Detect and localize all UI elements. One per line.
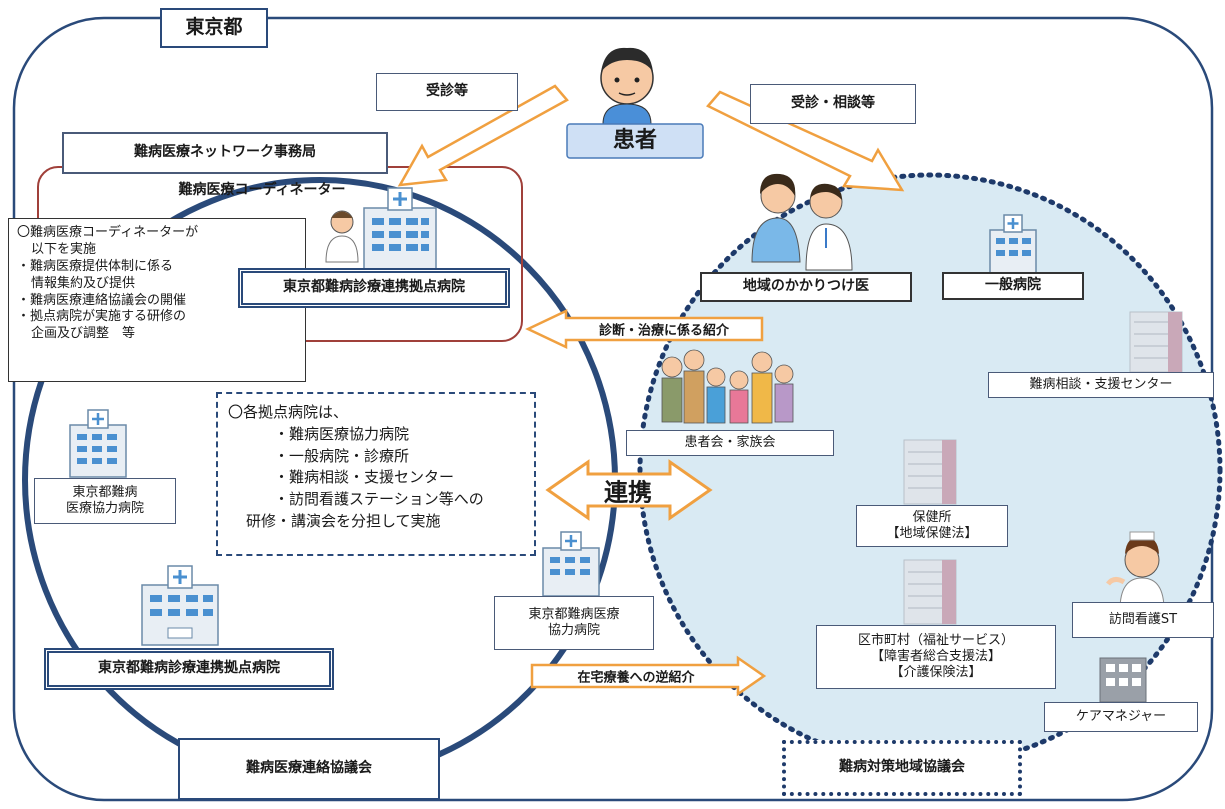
family-group-illustration bbox=[661, 349, 794, 424]
coop-hospital-center-label: 東京都難病医療 協力病院 bbox=[494, 596, 654, 650]
hospital-icon-general bbox=[989, 214, 1037, 275]
training-box: 〇各拠点病院は、 ・難病医療協力病院 ・一般病院・診療所 ・難病相談・支援センタ… bbox=[216, 392, 536, 556]
arrow-referral bbox=[525, 309, 764, 349]
patient-association-label: 患者会・家族会 bbox=[626, 430, 834, 456]
hospital-icon-left bbox=[69, 409, 127, 478]
council-left-label: 難病医療連絡協議会 bbox=[178, 738, 440, 800]
arrow-visit-left bbox=[397, 84, 569, 187]
care-manager-label: ケアマネジャー bbox=[1044, 702, 1198, 732]
council-right-label: 難病対策地域協議会 bbox=[782, 740, 1022, 796]
health-center-label: 保健所 【地域保健法】 bbox=[856, 505, 1008, 547]
task-item: ・難病医療連絡協議会の開催 bbox=[17, 292, 187, 308]
training-item: ・訪問看護ステーション等への bbox=[274, 490, 484, 508]
training-footer: 研修・講演会を分担して実施 bbox=[246, 511, 441, 530]
care-manager-building-icon bbox=[1099, 657, 1147, 703]
municipality-label: 区市町村（福祉サービス） 【障害者総合支援法】 【介護保険法】 bbox=[816, 625, 1056, 689]
task-item-cont: 情報集約及び提供 bbox=[31, 275, 136, 291]
building-icon-municipality bbox=[903, 559, 957, 625]
reverse-referral-label: 在宅療養への逆紹介 bbox=[577, 670, 695, 686]
visit-left-label: 受診等 bbox=[376, 73, 518, 111]
coordinator-task-list: 〇難病医療コーディネーターが 以下を実施 ・難病医療提供体制に係る 情報集約及び… bbox=[8, 218, 306, 382]
patient-box-bg bbox=[566, 123, 704, 159]
visit-right-label: 受診・相談等 bbox=[750, 84, 916, 124]
training-item: ・一般病院・診療所 bbox=[274, 446, 410, 465]
referral-label: 診断・治療に係る紹介 bbox=[598, 323, 730, 339]
base-hospital-bottom-label: 東京都難病診療連携拠点病院 bbox=[44, 648, 334, 690]
coop-hospital-left-label: 東京都難病 医療協力病院 bbox=[34, 478, 176, 524]
hospital-icon-center bbox=[542, 531, 600, 597]
patient-label: 患者 bbox=[612, 128, 657, 154]
coordinator-label: 難病医療コーディネーター bbox=[178, 182, 346, 199]
base-hospital-top-label: 東京都難病診療連携拠点病院 bbox=[238, 268, 510, 308]
building-icon-health-center bbox=[903, 439, 957, 505]
general-hospital-label: 一般病院 bbox=[942, 272, 1084, 300]
training-item: ・難病医療協力病院 bbox=[274, 424, 410, 443]
arrow-reverse-referral bbox=[530, 655, 767, 697]
family-doctor-illustration bbox=[751, 173, 853, 271]
network-office-label: 難病医療ネットワーク事務局 bbox=[62, 132, 388, 174]
task-item: ・拠点病院が実施する研修の bbox=[17, 309, 187, 325]
task-heading-cont: 以下を実施 bbox=[31, 241, 97, 257]
task-heading: 〇難病医療コーディネーターが bbox=[17, 225, 199, 240]
building-icon-support-center bbox=[1129, 311, 1183, 373]
renkei-label: 連携 bbox=[604, 478, 652, 507]
hospital-icon-top bbox=[363, 187, 437, 275]
arrow-renkei bbox=[545, 459, 713, 521]
patient-figure bbox=[600, 47, 654, 125]
task-item-cont: 企画及び調整 等 bbox=[31, 326, 136, 342]
training-heading: 〇各拠点病院は、 bbox=[228, 403, 349, 421]
tokyo-title: 東京都 bbox=[160, 8, 268, 48]
support-center-label: 難病相談・支援センター bbox=[988, 372, 1214, 398]
training-item: ・難病相談・支援センター bbox=[274, 468, 455, 487]
hospital-icon-bottom bbox=[141, 565, 219, 646]
family-doctor-label: 地域のかかりつけ医 bbox=[700, 272, 912, 302]
doctor-icon bbox=[325, 210, 359, 263]
task-item: ・難病医療提供体制に係る bbox=[17, 258, 174, 274]
visiting-nurse-label: 訪問看護ST bbox=[1072, 602, 1214, 638]
